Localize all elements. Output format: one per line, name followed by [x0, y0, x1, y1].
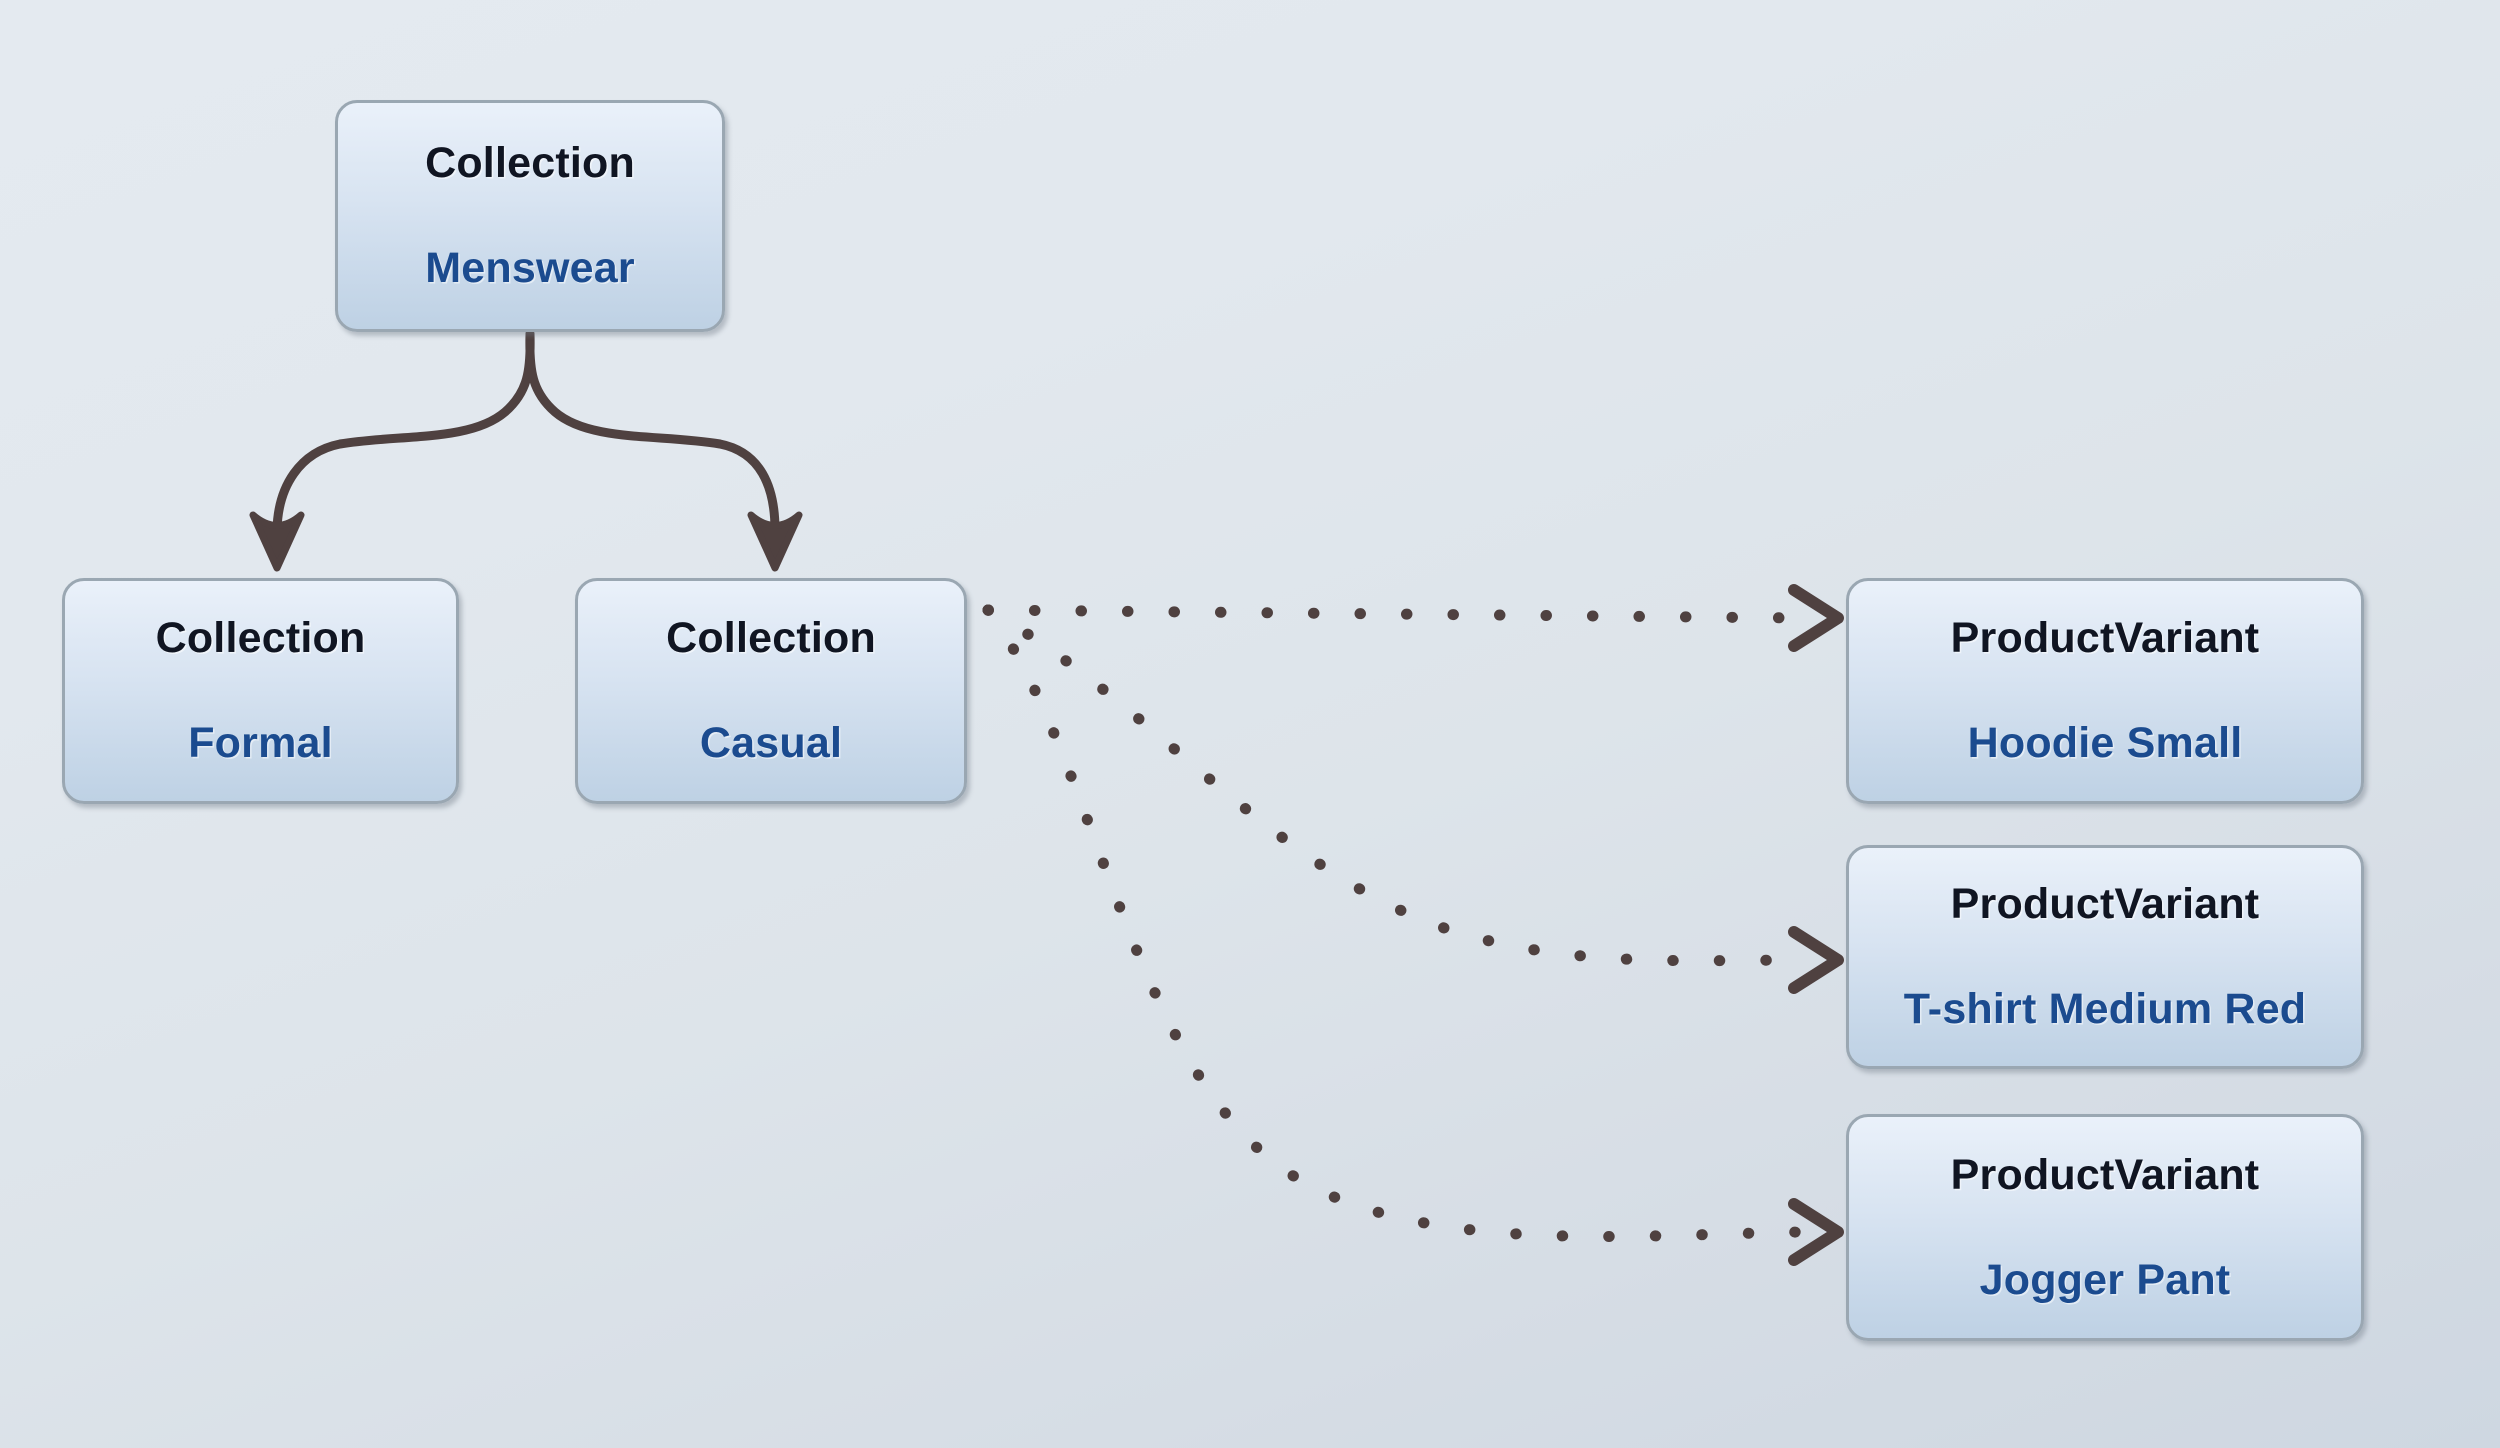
node-collection-casual[interactable]: Collection Casual: [575, 578, 967, 804]
edge-casual-hoodie: [982, 584, 1844, 652]
node-type-label: ProductVariant: [1950, 1150, 2260, 1199]
node-value-label: Formal: [188, 719, 333, 767]
node-productvariant-jogger-pant[interactable]: ProductVariant Jogger Pant: [1846, 1114, 2364, 1341]
node-value-label: Casual: [699, 719, 843, 767]
node-productvariant-hoodie-small[interactable]: ProductVariant Hoodie Small: [1846, 578, 2364, 804]
node-collection-formal[interactable]: Collection Formal: [62, 578, 459, 804]
edge-menswear-formal: [249, 329, 535, 572]
edge-casual-jogger: [982, 604, 1844, 1266]
node-productvariant-tshirt-medium-red[interactable]: ProductVariant T-shirt Medium Red: [1846, 845, 2364, 1069]
node-value-label: Menswear: [425, 244, 635, 292]
node-type-label: ProductVariant: [1950, 614, 2260, 662]
node-type-label: Collection: [155, 614, 366, 662]
node-type-label: ProductVariant: [1950, 880, 2260, 928]
edge-casual-tshirt: [982, 604, 1844, 994]
node-value-label: Jogger Pant: [1979, 1255, 2231, 1304]
node-value-label: Hoodie Small: [1967, 719, 2243, 767]
edge-menswear-casual: [525, 329, 803, 572]
node-collection-menswear[interactable]: Collection Menswear: [335, 100, 725, 332]
node-type-label: Collection: [425, 139, 635, 187]
node-type-label: Collection: [666, 614, 876, 662]
node-value-label: T-shirt Medium Red: [1903, 985, 2307, 1033]
